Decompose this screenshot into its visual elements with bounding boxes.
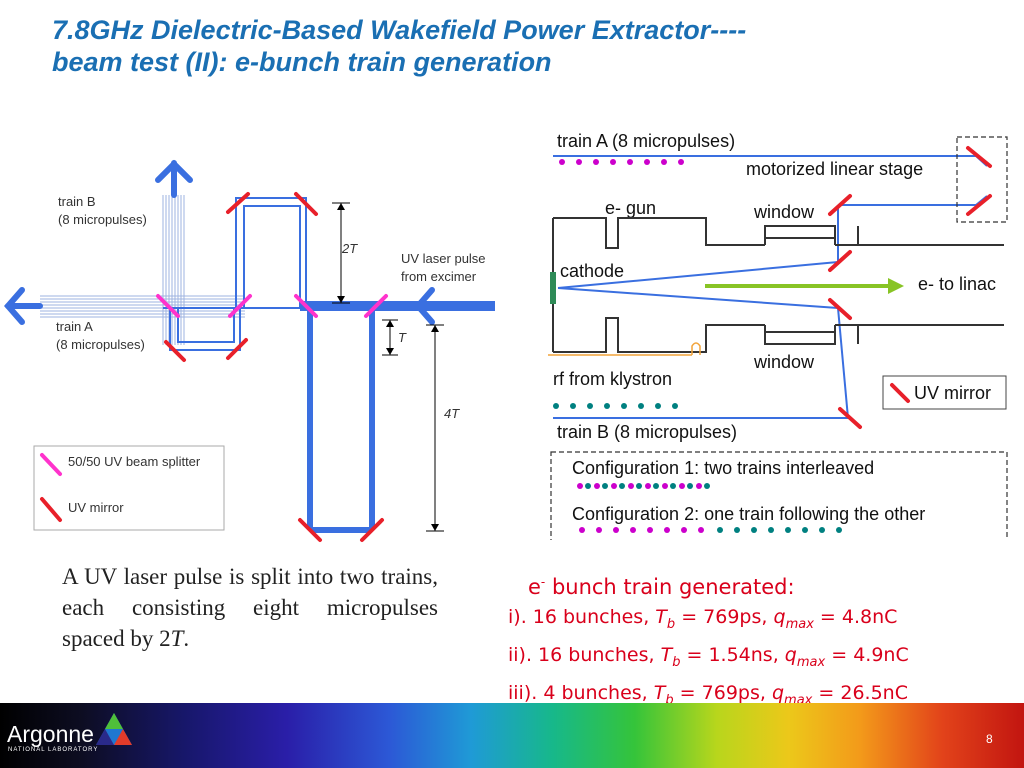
symbol-t: T bbox=[660, 643, 673, 666]
train-a-sublabel: (8 micropulses) bbox=[56, 337, 145, 352]
argonne-logo-icon bbox=[96, 713, 132, 745]
symbol-q: q bbox=[773, 606, 786, 628]
symbol-t: T bbox=[655, 606, 667, 628]
result-prefix: iii). 4 bunches, bbox=[508, 681, 654, 704]
train-a-beam-lines bbox=[40, 295, 245, 318]
cathode-label: cathode bbox=[560, 261, 624, 281]
results-heading: e- bunch train generated: bbox=[528, 567, 909, 602]
laser-lines bbox=[553, 155, 988, 419]
train-a-label: train A bbox=[56, 319, 93, 334]
delay-loop-lines bbox=[163, 197, 307, 351]
results-heading-sup: - bbox=[540, 575, 546, 589]
beam-splitting-diagram: train B (8 micropulses) train A (8 micro… bbox=[4, 159, 495, 542]
logo-name: Argonne bbox=[7, 721, 94, 747]
stage-label: motorized linear stage bbox=[746, 159, 923, 179]
argonne-logo: Argonne NATIONAL LABORATORY bbox=[7, 722, 98, 754]
configuration-box: Configuration 1: two trains interleaved … bbox=[550, 451, 1008, 540]
diagram-caption: A UV laser pulse is split into two train… bbox=[62, 561, 438, 654]
train-b-dots bbox=[553, 403, 678, 409]
delay-t-label: T bbox=[398, 330, 407, 345]
config-1-label: Configuration 1: two trains interleaved bbox=[572, 458, 874, 478]
symbol-t-sub: b bbox=[666, 616, 676, 632]
uv-beam-path bbox=[300, 301, 495, 533]
symbol-t-sub: b bbox=[672, 654, 681, 670]
arrow-input-icon bbox=[414, 287, 435, 325]
config-1-dots bbox=[577, 483, 710, 489]
page-number: 8 bbox=[986, 732, 993, 746]
mirror-legend-icon bbox=[40, 497, 62, 522]
legend-mirror-label: UV mirror bbox=[68, 500, 124, 515]
result-prefix: i). 16 bunches, bbox=[508, 606, 656, 628]
slide-title: 7.8GHz Dielectric-Based Wakefield Power … bbox=[52, 14, 952, 78]
symbol-t: T bbox=[653, 681, 666, 704]
train-b-label: train B bbox=[58, 194, 96, 209]
train-a-title: train A (8 micropulses) bbox=[557, 131, 735, 151]
electron-beam-arrow bbox=[705, 278, 904, 294]
result-charge: 4.9nC bbox=[853, 643, 909, 666]
result-row: i). 16 bunches, Tb = 769ps, qmax = 4.8nC bbox=[508, 606, 898, 632]
uv-pulse-sublabel: from excimer bbox=[401, 269, 477, 284]
arrow-left-icon bbox=[4, 287, 43, 325]
arrow-up-icon bbox=[155, 159, 193, 198]
uv-mirrors-left bbox=[164, 192, 384, 542]
symbol-q-sub: max bbox=[796, 654, 826, 670]
electron-gun-diagram: train A (8 micropulses) motorized linear… bbox=[548, 131, 1008, 540]
footer-bar bbox=[0, 703, 1024, 768]
rf-label: rf from klystron bbox=[553, 369, 672, 389]
config-2-dots bbox=[579, 527, 842, 533]
right-mirror-legend-label: UV mirror bbox=[914, 383, 991, 403]
symbol-q: q bbox=[771, 681, 785, 704]
cathode-plate bbox=[550, 272, 556, 304]
linac-label: e- to linac bbox=[918, 274, 996, 294]
config-2-label: Configuration 2: one train following the… bbox=[572, 504, 925, 524]
mirror-icon bbox=[890, 383, 910, 403]
symbol-q-sub: max bbox=[785, 616, 814, 632]
results-heading-text: bunch train generated: bbox=[545, 575, 795, 599]
splitter-legend-icon bbox=[40, 453, 62, 476]
result-spacing: 1.54ns bbox=[708, 643, 773, 666]
legend-splitter-label: 50/50 UV beam splitter bbox=[68, 454, 201, 469]
title-line-1: 7.8GHz Dielectric-Based Wakefield Power … bbox=[52, 15, 747, 45]
train-a-dots bbox=[559, 159, 684, 165]
window-top-label: window bbox=[753, 202, 815, 222]
title-line-2: beam test (II): e-bunch train generation bbox=[52, 47, 552, 77]
beam-splitters bbox=[156, 294, 388, 318]
left-legend: 50/50 UV beam splitter UV mirror bbox=[33, 445, 225, 531]
symbol-t-sub: b bbox=[665, 692, 674, 708]
result-spacing: 769ps bbox=[703, 606, 762, 628]
result-charge: 26.5nC bbox=[840, 681, 908, 704]
caption-variable: T bbox=[170, 626, 184, 651]
caption-text: A UV laser pulse is split into two train… bbox=[62, 564, 438, 651]
train-b-title: train B (8 micropulses) bbox=[557, 422, 737, 442]
gun-label: e- gun bbox=[605, 198, 656, 218]
window-bottom-label: window bbox=[753, 352, 815, 372]
train-b-beam-lines bbox=[162, 195, 185, 345]
results-list: e- bunch train generated: i). 16 bunches… bbox=[508, 567, 909, 715]
delay-4t-label: 4T bbox=[444, 406, 460, 421]
train-b-sublabel: (8 micropulses) bbox=[58, 212, 147, 227]
results-heading-e: e bbox=[528, 575, 541, 599]
delay-2t-label: 2T bbox=[341, 241, 358, 256]
result-charge: 4.8nC bbox=[841, 606, 898, 628]
caption-end: . bbox=[183, 626, 190, 651]
symbol-q: q bbox=[784, 643, 797, 666]
result-spacing: 769ps bbox=[701, 681, 760, 704]
linear-stage-box bbox=[956, 136, 1008, 223]
rf-input bbox=[548, 342, 701, 356]
logo-subtitle: NATIONAL LABORATORY bbox=[8, 747, 99, 753]
result-row: iii). 4 bunches, Tb = 769ps, qmax = 26.5… bbox=[508, 681, 908, 708]
result-row: ii). 16 bunches, Tb = 1.54ns, qmax = 4.9… bbox=[508, 643, 909, 670]
result-prefix: ii). 16 bunches, bbox=[508, 643, 661, 666]
uv-mirrors-right bbox=[828, 146, 992, 429]
right-mirror-legend: UV mirror bbox=[882, 375, 1007, 410]
uv-pulse-label: UV laser pulse bbox=[401, 251, 486, 266]
